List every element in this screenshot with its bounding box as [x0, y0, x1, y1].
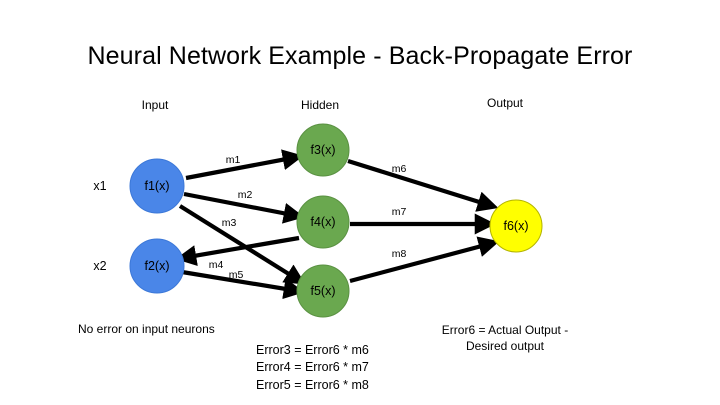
edge-layer: [175, 149, 500, 300]
weight-label-m4: m4: [208, 259, 224, 271]
input-note: No error on input neurons: [78, 322, 215, 336]
page-title: Neural Network Example - Back-Propagate …: [87, 42, 633, 70]
edge-m8: [349, 236, 500, 284]
weight-label-m2: m2: [237, 189, 253, 201]
node-f3[interactable]: [296, 123, 350, 177]
weight-label-m5: m5: [228, 269, 244, 281]
node-f4[interactable]: [296, 195, 350, 249]
column-label-hidden: Hidden: [300, 98, 340, 112]
node-layer: [129, 123, 543, 318]
output-note-line: Error6 = Actual Output -: [441, 323, 569, 337]
column-label-output: Output: [486, 96, 524, 110]
error-equation-line: Error3 = Error6 * m6: [256, 343, 369, 357]
node-f1[interactable]: [129, 158, 185, 214]
input-label-x2: x2: [93, 259, 107, 273]
column-label-input: Input: [141, 98, 169, 112]
weight-label-m6: m6: [391, 163, 407, 175]
weight-label-m8: m8: [391, 248, 407, 260]
edge-m1: [185, 149, 304, 181]
edge-m4: [175, 235, 300, 266]
weight-label-m1: m1: [225, 154, 241, 166]
output-note-line: Desired output: [465, 339, 545, 354]
node-f6[interactable]: [489, 199, 543, 253]
weight-label-m3: m3: [221, 217, 237, 229]
edge-m2: [183, 191, 305, 224]
edge-m6: [347, 158, 499, 212]
error-equation-line: Error5 = Error6 * m8: [256, 377, 369, 392]
weight-label-m7: m7: [391, 206, 407, 218]
output-note: Error6 = Actual Output - Desired output: [442, 322, 568, 354]
node-f5[interactable]: [296, 264, 350, 318]
node-f2[interactable]: [129, 238, 185, 294]
edge-m3: [178, 204, 306, 285]
error-equation-line: Error4 = Error6 * m7: [256, 360, 369, 375]
error-equations: Error3 = Error6 * m6 Error4 = Error6 * m7…: [256, 342, 369, 394]
input-label-x1: x1: [93, 179, 107, 193]
edge-m5: [181, 269, 305, 300]
